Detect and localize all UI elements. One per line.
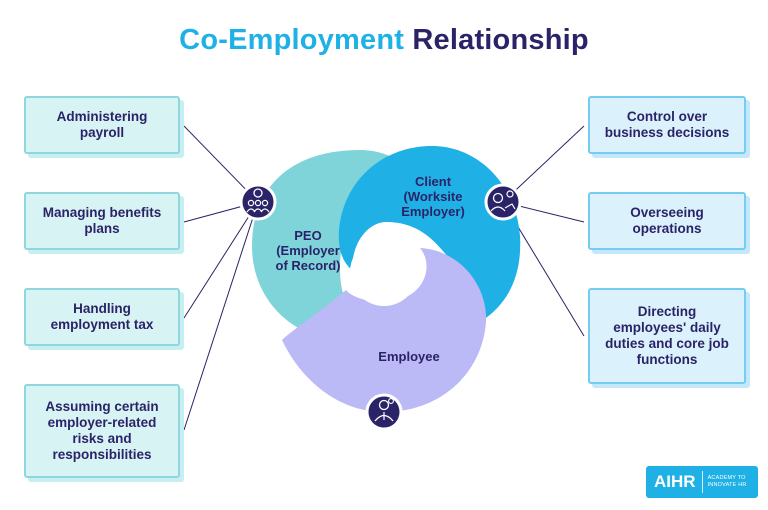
segment-label-peo: PEO (Employer of Record) (275, 228, 341, 273)
left-box-label: Assuming certain employer-related risks … (45, 399, 159, 462)
left-box-benefits: Managing benefits plans (24, 192, 180, 250)
left-box-label: Managing benefits plans (42, 205, 162, 236)
title-rest: Relationship (412, 24, 589, 56)
right-box-duties: Directing employees' daily duties and co… (588, 288, 746, 384)
connector-line (502, 125, 585, 203)
segment-peo (252, 150, 404, 342)
right-box-operations: Overseeing operations (588, 192, 746, 250)
right-box-decisions: Control over business decisions (588, 96, 746, 154)
logo-tagline-line-1: ACADEMY TO (707, 475, 746, 481)
left-box-risks: Assuming certain employer-related risks … (24, 384, 180, 478)
right-box-label: Overseeing operations (630, 205, 704, 236)
logo-tagline-line-2: INNOVATE HR (707, 482, 747, 488)
left-box-tax: Handling employment tax (24, 288, 180, 346)
left-box-label: Administering payroll (56, 109, 148, 140)
connector-line (183, 201, 259, 431)
handshake-person-icon (484, 183, 522, 221)
left-box-label: Handling employment tax (50, 301, 154, 332)
logo-tagline: ACADEMY TO INNOVATE HR (703, 475, 747, 489)
connector-line (183, 201, 259, 319)
page-title: Co-Employment Relationship (0, 24, 768, 57)
employee-icon (365, 393, 403, 431)
left-box-payroll: Administering payroll (24, 96, 180, 154)
right-box-label: Control over business decisions (604, 109, 730, 140)
logo-mark: AIHR (646, 471, 703, 493)
segment-client (338, 146, 521, 322)
title-highlight: Co-Employment (179, 24, 405, 56)
segment-label-employee: Employee (378, 349, 440, 364)
right-box-label: Directing employees' daily duties and co… (605, 304, 729, 367)
segment-employee (282, 248, 487, 412)
team-icon (239, 183, 277, 221)
segment-label-client: Client (Worksite Employer) (401, 174, 465, 219)
center-circle (350, 238, 418, 306)
aihr-logo: AIHR ACADEMY TO INNOVATE HR (646, 466, 758, 498)
